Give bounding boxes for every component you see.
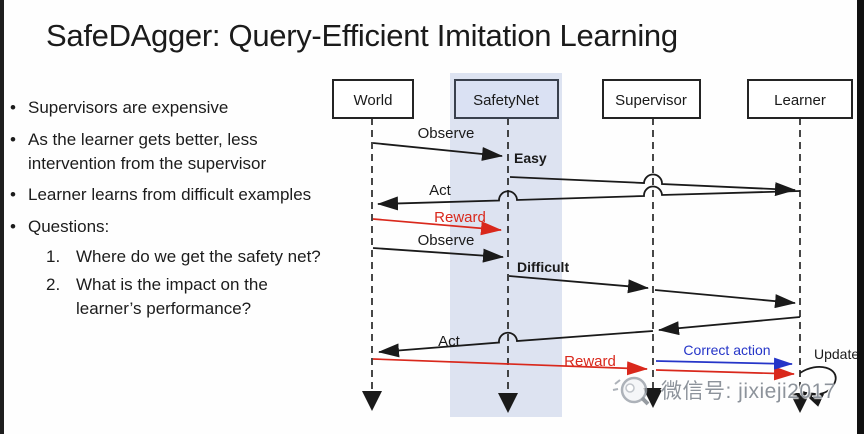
item-number: 1. xyxy=(46,247,61,266)
correct-action-arrow-group xyxy=(655,357,793,370)
arrow-easy-to-learner xyxy=(509,173,796,197)
text-line: Questions: xyxy=(28,217,110,236)
arrow-observe-1 xyxy=(372,142,503,161)
text-line: Where do we get the safety net? xyxy=(76,247,321,266)
label-difficult: Difficult xyxy=(517,259,569,275)
arrow-act-1 xyxy=(377,185,801,211)
bullet-list: • Supervisors are expensive • As the lea… xyxy=(10,96,345,325)
arrow-reward-2b xyxy=(655,366,795,381)
text-line: intervention from the supervisor xyxy=(28,154,267,173)
list-item: • As the learner gets better, less inter… xyxy=(10,128,345,176)
actor-box-world xyxy=(332,79,414,119)
wechat-logo-icon xyxy=(612,376,650,406)
arrow-learner-to-supervisor xyxy=(658,316,801,336)
reward-arrows xyxy=(372,218,795,381)
list-item: • Supervisors are expensive xyxy=(10,96,345,120)
text-line: As the learner gets better, less xyxy=(28,130,258,149)
list-item: • Learner learns from difficult examples xyxy=(10,183,345,207)
message-arrows xyxy=(372,142,837,407)
label-observe-1: Observe xyxy=(418,125,475,142)
label-reward-1: Reward xyxy=(434,209,486,226)
actor-label-world: World xyxy=(354,92,393,109)
numbered-item: 1. Where do we get the safety net? xyxy=(46,245,345,269)
actor-label-safetynet: SafetyNet xyxy=(473,92,540,109)
right-edge-bar xyxy=(857,0,864,434)
actor-label-supervisor: Supervisor xyxy=(615,92,687,109)
bullet-glyph: • xyxy=(10,185,16,204)
page-title: SafeDAgger: Query-Efficient Imitation Le… xyxy=(46,18,678,53)
actor-boxes: World SafetyNet Supervisor Learner xyxy=(332,79,853,119)
bullet-glyph: • xyxy=(10,130,16,149)
left-edge-bar xyxy=(0,0,4,434)
arrow-update-self-loop xyxy=(799,365,837,407)
actor-box-safetynet xyxy=(454,79,559,119)
text-line: What is the impact on the xyxy=(76,275,268,294)
label-observe-2: Observe xyxy=(418,232,475,249)
lifelines xyxy=(371,118,801,394)
text-line: Supervisors are expensive xyxy=(28,98,229,117)
arrow-correct-action xyxy=(655,357,793,370)
label-easy: Easy xyxy=(514,150,547,166)
text-line: learner’s performance? xyxy=(76,299,252,318)
label-act-2: Act xyxy=(438,333,461,350)
arrow-reward-2a xyxy=(372,358,648,376)
numbered-item: 2. What is the impact on the learner’s p… xyxy=(46,273,345,321)
item-number: 2. xyxy=(46,275,61,294)
watermark-text: 微信号: jixieji2017 xyxy=(661,380,836,403)
arrow-difficult-to-supervisor xyxy=(508,275,649,294)
message-labels: Observe Easy Act Reward Observe Difficul… xyxy=(418,125,860,370)
text-line: Learner learns from difficult examples xyxy=(28,185,312,204)
actor-label-learner: Learner xyxy=(774,92,826,109)
arrow-supervisor-to-learner xyxy=(654,289,796,309)
actor-box-learner xyxy=(747,79,853,119)
label-update: Update xyxy=(814,346,859,362)
label-act-1: Act xyxy=(429,182,452,199)
arrow-reward-1 xyxy=(372,218,502,236)
bullet-glyph: • xyxy=(10,217,16,236)
label-correct-action: Correct action xyxy=(683,342,770,358)
list-item: • Questions: xyxy=(10,215,345,239)
arrow-act-2 xyxy=(378,330,654,358)
actor-box-supervisor xyxy=(602,79,701,119)
safetynet-highlight-band xyxy=(450,73,562,417)
arrow-observe-2 xyxy=(372,247,504,263)
watermark: 微信号: jixieji2017 xyxy=(612,374,836,406)
label-reward-2: Reward xyxy=(564,353,616,370)
bullet-glyph: • xyxy=(10,98,16,117)
